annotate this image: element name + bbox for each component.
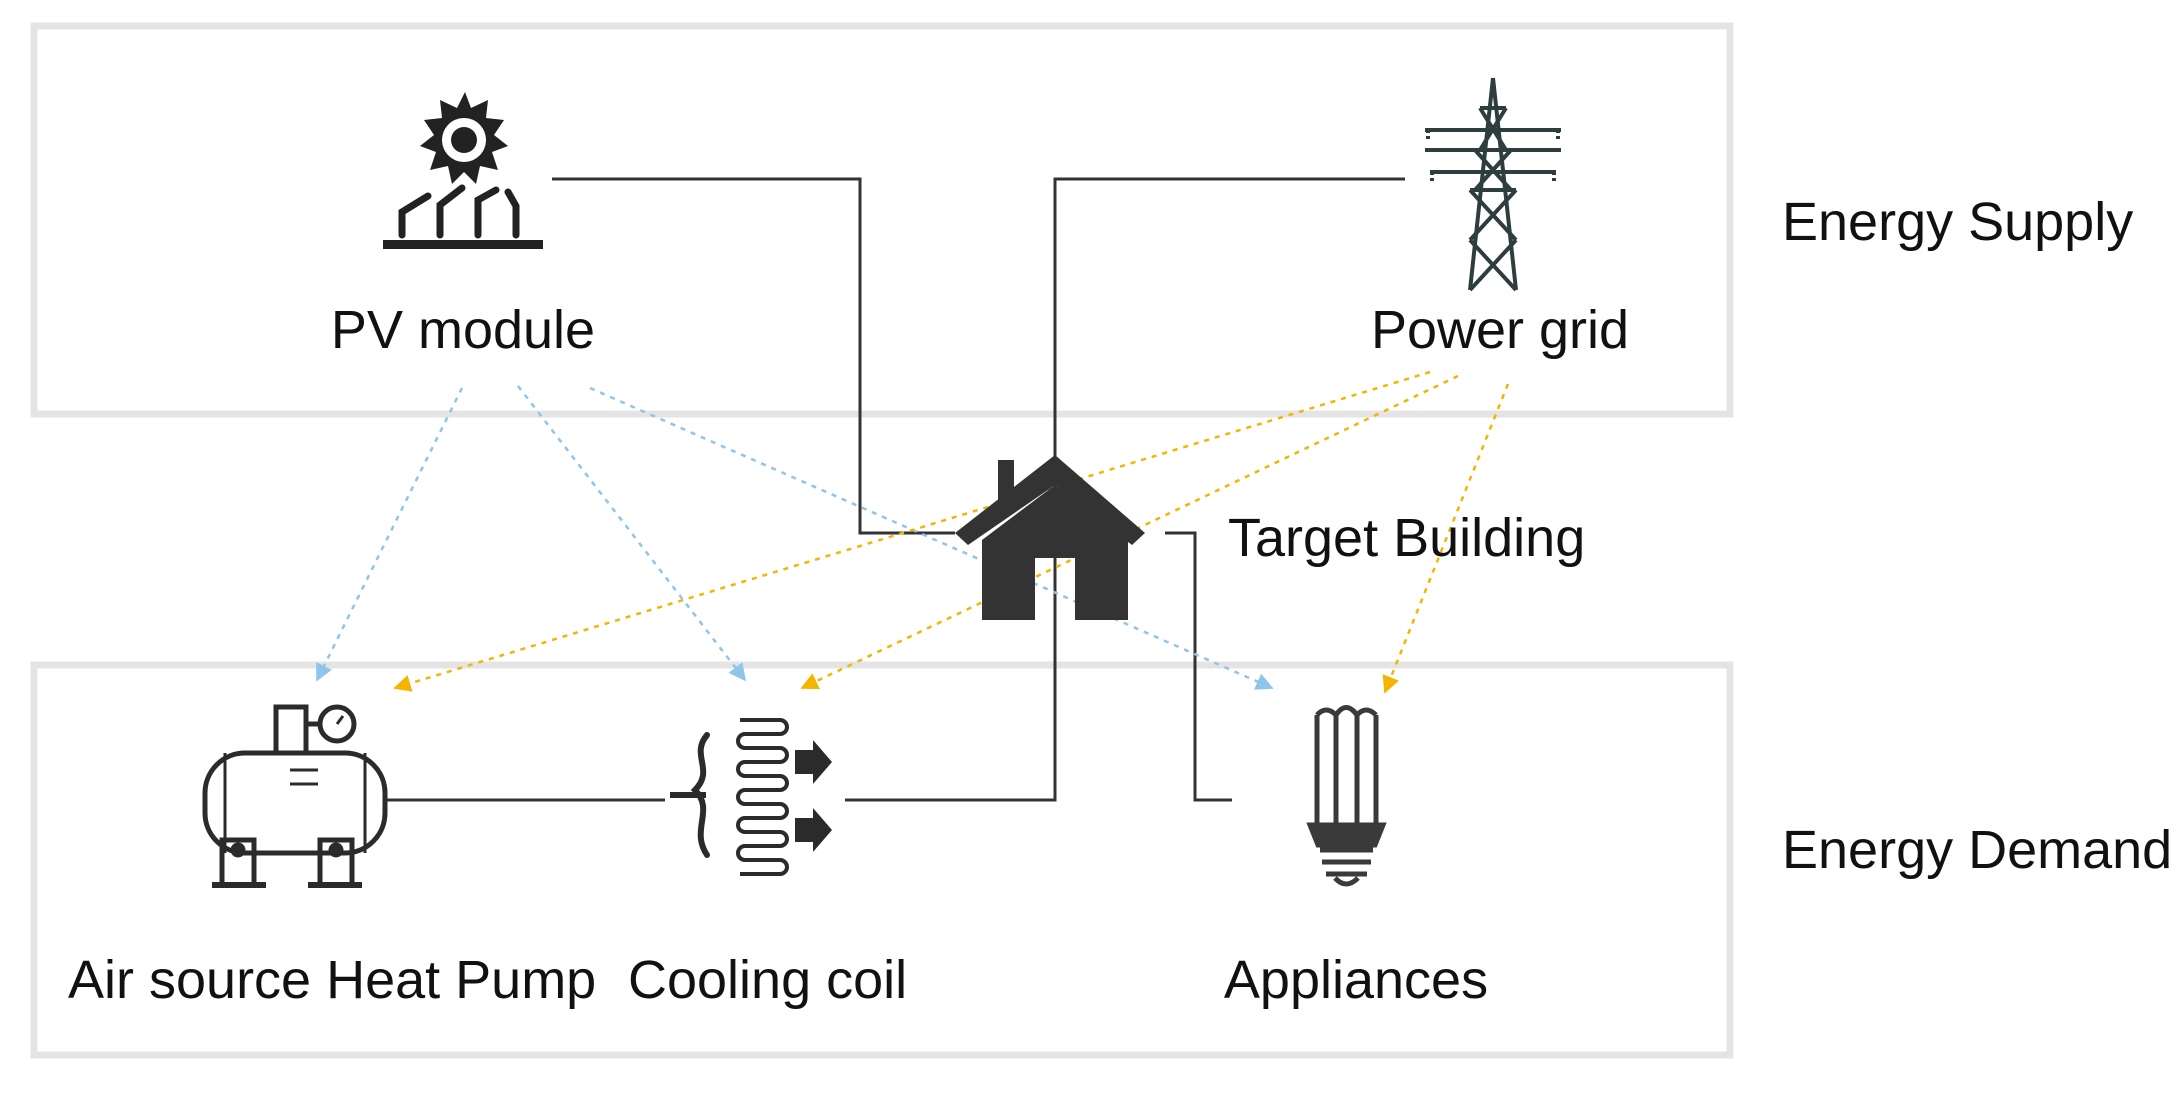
building-connectors <box>385 177 1405 802</box>
house-icon <box>955 455 1145 620</box>
cooling-coil-icon <box>670 718 832 876</box>
pv-module-label: PV module <box>331 300 595 360</box>
pv-to-building-line <box>552 177 955 535</box>
appliances-label: Appliances <box>1224 950 1488 1010</box>
target-building-label: Target Building <box>1228 508 1585 568</box>
grid-to-appliances-flow <box>1382 383 1510 694</box>
cooling-coil-label: Cooling coil <box>628 950 907 1010</box>
energy-demand-label: Energy Demand <box>1782 820 2172 880</box>
energy-supply-panel <box>30 22 1734 418</box>
grid-to-heat-pump-flow <box>393 370 1431 692</box>
power-grid-label: Power grid <box>1371 300 1629 360</box>
pv-flows <box>315 385 1274 690</box>
light-bulb-icon <box>1306 705 1387 887</box>
building-to-appliances-line <box>1165 531 1232 802</box>
transmission-tower-icon <box>1425 77 1561 292</box>
pv-to-cooling-coil-flow <box>517 385 747 682</box>
energy-supply-label: Energy Supply <box>1782 192 2133 252</box>
heat-pump-label: Air source Heat Pump <box>68 950 596 1010</box>
grid-to-building-line <box>845 177 1405 802</box>
pv-to-appliances-flow <box>589 386 1274 690</box>
pv-to-heat-pump-flow <box>315 387 464 682</box>
heat-pump-icon <box>202 704 388 888</box>
solar-panel-icon <box>383 92 543 249</box>
energy-demand-panel <box>30 661 1734 1059</box>
